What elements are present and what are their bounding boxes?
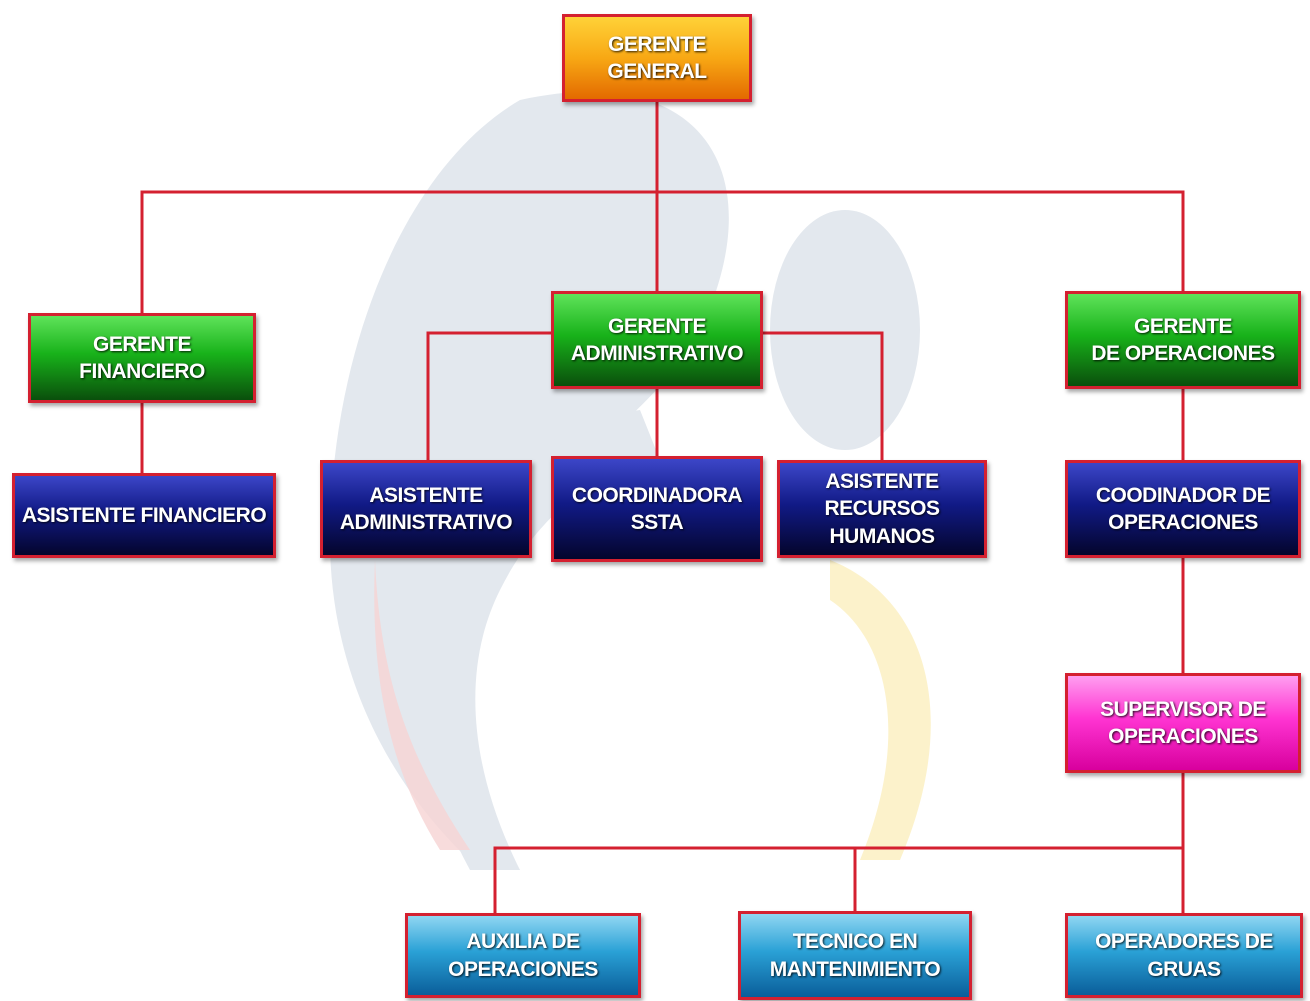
node-gerente-general: GERENTE GENERAL [562, 14, 752, 102]
node-label: GERENTE ADMINISTRATIVO [570, 314, 744, 365]
node-label: GERENTE FINANCIERO [79, 332, 205, 383]
node-label: COODINADOR DE OPERACIONES [1095, 483, 1271, 534]
node-supervisor-operaciones: SUPERVISOR DE OPERACIONES [1065, 673, 1301, 773]
node-asistente-administrativo: ASISTENTE ADMINISTRATIVO [320, 460, 532, 558]
node-coordinadora-ssta: COORDINADORA SSTA [551, 456, 763, 562]
watermark-yellow-accent [830, 560, 931, 860]
node-auxiliar-operaciones: AUXILIA DE OPERACIONES [405, 913, 641, 998]
node-label: ASISTENTE FINANCIERO [21, 503, 267, 527]
node-tecnico-mantenimiento: TECNICO EN MANTENIMIENTO [738, 911, 972, 1000]
node-label: SUPERVISOR DE OPERACIONES [1100, 697, 1266, 748]
node-asistente-recursos-humanos: ASISTENTE RECURSOS HUMANOS [777, 460, 987, 558]
node-gerente-administrativo: GERENTE ADMINISTRATIVO [551, 291, 763, 389]
node-label: TECNICO EN MANTENIMIENTO [769, 930, 941, 981]
node-gerente-operaciones: GERENTE DE OPERACIONES [1065, 291, 1301, 389]
node-label: ASISTENTE ADMINISTRATIVO [339, 483, 513, 534]
node-coordinador-operaciones: COODINADOR DE OPERACIONES [1065, 460, 1301, 558]
node-label: GERENTE DE OPERACIONES [1091, 314, 1275, 365]
watermark-red-accent [374, 560, 470, 850]
node-label: COORDINADORA SSTA [571, 483, 743, 534]
node-asistente-financiero: ASISTENTE FINANCIERO [12, 473, 276, 558]
node-gerente-financiero: GERENTE FINANCIERO [28, 313, 256, 403]
node-label: ASISTENTE RECURSOS HUMANOS [824, 470, 940, 548]
node-label: OPERADORES DE GRUAS [1095, 930, 1273, 981]
node-label: AUXILIA DE OPERACIONES [448, 930, 598, 981]
node-label: GERENTE GENERAL [607, 32, 707, 83]
node-operadores-gruas: OPERADORES DE GRUAS [1065, 913, 1303, 998]
